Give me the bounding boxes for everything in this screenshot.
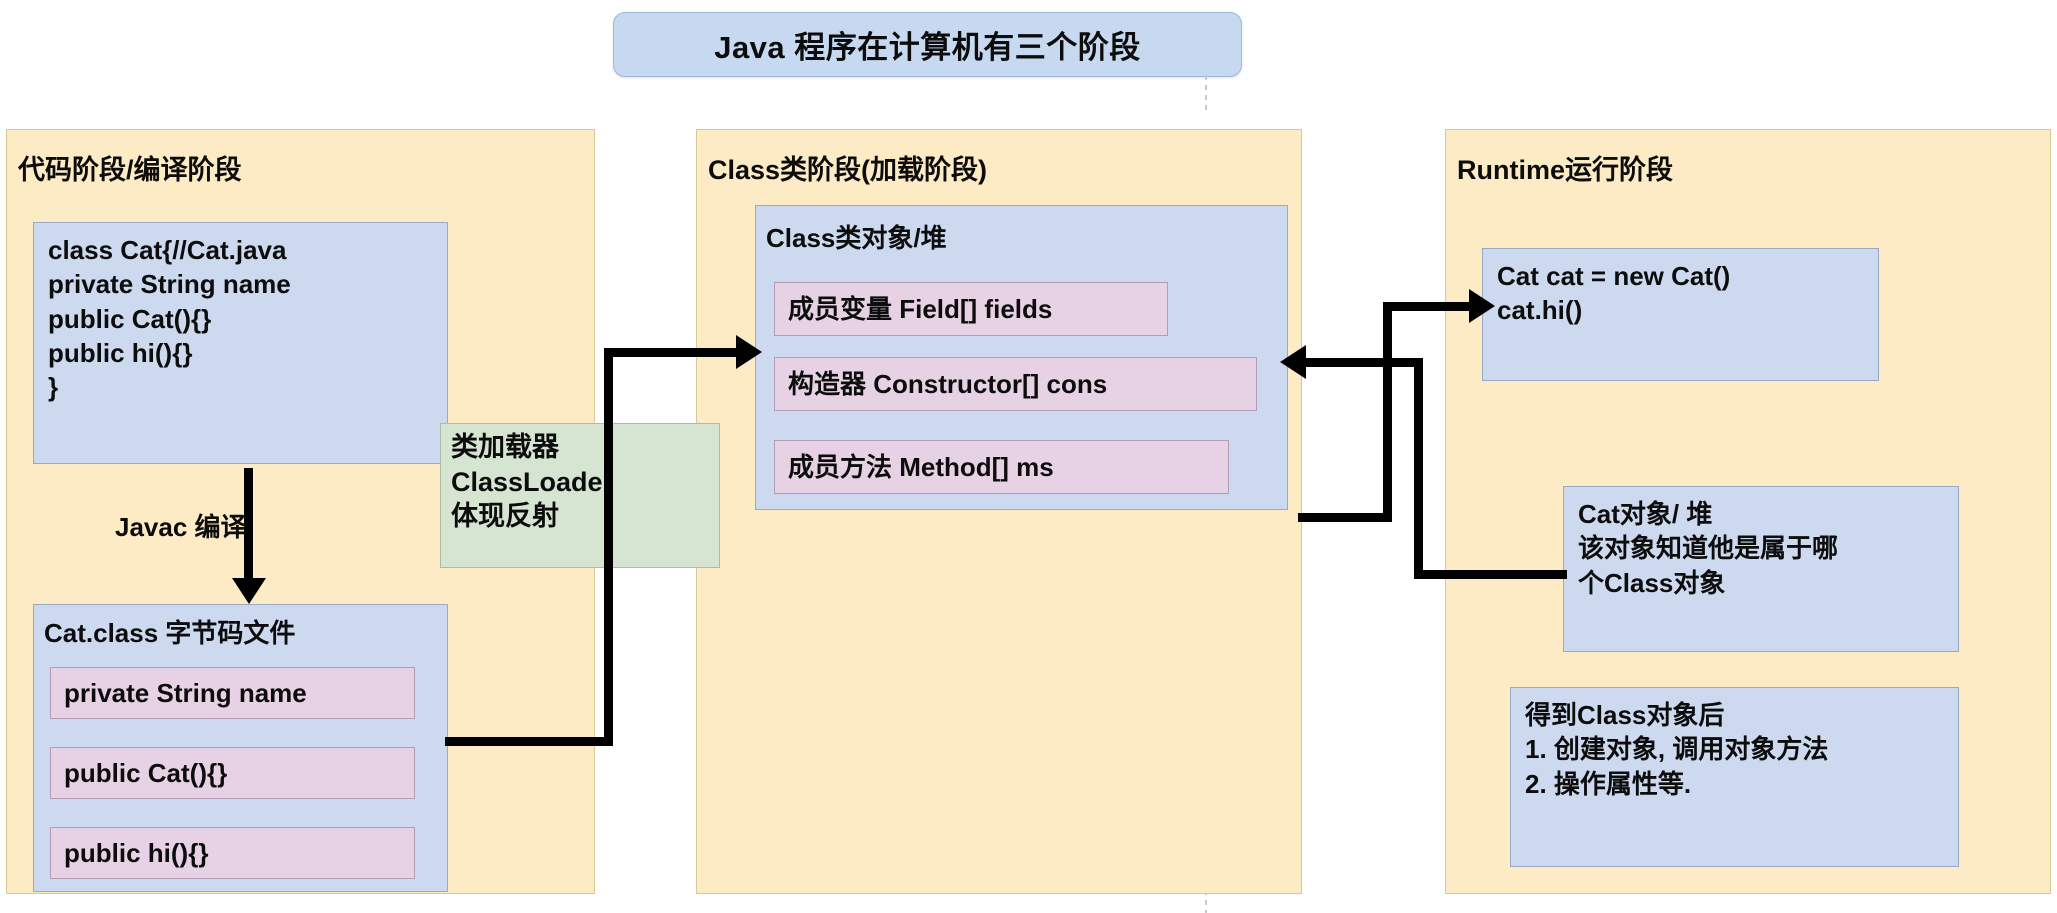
panel-classload-title: Class类阶段(加载阶段): [708, 155, 988, 185]
classloader-text: 类加载器 ClassLoader 体现反射: [451, 432, 614, 532]
arrow-catobj-to-class-h1: [1422, 570, 1567, 579]
runtime-code-text: Cat cat = new Cat() cat.hi(): [1497, 261, 1731, 326]
panel-compile-title: 代码阶段/编译阶段: [18, 155, 242, 185]
javac-compile-label: Javac 编译: [115, 512, 247, 542]
arrow-catobj-to-class-head: [1280, 345, 1306, 379]
class-member-methods: 成员方法 Method[] ms: [774, 440, 1229, 494]
bytecode-member-field: private String name: [50, 667, 415, 719]
class-member-fields: 成员变量 Field[] fields: [774, 282, 1168, 336]
panel-runtime-title: Runtime运行阶段: [1457, 155, 1673, 185]
class-member-fields-label: 成员变量 Field[] fields: [788, 293, 1053, 324]
class-member-methods-label: 成员方法 Method[] ms: [788, 451, 1054, 482]
arrow-bytecode-to-class-v: [604, 348, 613, 742]
cat-object-note-box: Cat对象/ 堆 该对象知道他是属于哪 个Class对象: [1563, 486, 1959, 652]
arrow-class-to-runtime-v: [1383, 302, 1392, 522]
cat-object-note-text: Cat对象/ 堆 该对象知道他是属于哪 个Class对象: [1578, 499, 1839, 598]
arrow-bytecode-to-class-h2: [604, 348, 744, 357]
javac-arrow-head: [232, 578, 266, 604]
class-usage-note-box: 得到Class对象后 1. 创建对象, 调用对象方法 2. 操作属性等.: [1510, 687, 1959, 867]
bytecode-member-constructor: public Cat(){}: [50, 747, 415, 799]
arrow-catobj-to-class-h2: [1306, 358, 1423, 367]
bytecode-member-constructor-label: public Cat(){}: [64, 757, 228, 788]
bytecode-file-title: Cat.class 字节码文件: [44, 618, 296, 648]
arrow-bytecode-to-class-head: [736, 335, 762, 369]
source-code-box: class Cat{//Cat.java private String name…: [33, 222, 448, 464]
title-connector-top: [1205, 75, 1207, 115]
class-member-constructors-label: 构造器 Constructor[] cons: [788, 368, 1108, 399]
bytecode-member-method: public hi(){}: [50, 827, 415, 879]
class-object-title: Class类对象/堆: [766, 223, 947, 253]
bytecode-member-method-label: public hi(){}: [64, 837, 209, 868]
arrow-catobj-to-class-v: [1414, 358, 1423, 579]
javac-arrow-shaft: [244, 468, 253, 594]
arrow-class-to-runtime-h2: [1383, 302, 1477, 311]
class-usage-note-text: 得到Class对象后 1. 创建对象, 调用对象方法 2. 操作属性等.: [1525, 700, 1829, 799]
class-member-constructors: 构造器 Constructor[] cons: [774, 357, 1257, 411]
bytecode-member-field-label: private String name: [64, 677, 307, 708]
arrow-class-to-runtime-h1: [1298, 513, 1392, 522]
source-code-text: class Cat{//Cat.java private String name…: [48, 235, 291, 403]
classloader-box: 类加载器 ClassLoader 体现反射: [440, 423, 720, 568]
diagram-title-text: Java 程序在计算机有三个阶段: [714, 30, 1141, 65]
arrow-bytecode-to-class-h1: [445, 737, 613, 746]
diagram-title-box: Java 程序在计算机有三个阶段: [613, 12, 1242, 77]
arrow-class-to-runtime-head: [1469, 289, 1495, 323]
runtime-code-box: Cat cat = new Cat() cat.hi(): [1482, 248, 1879, 381]
